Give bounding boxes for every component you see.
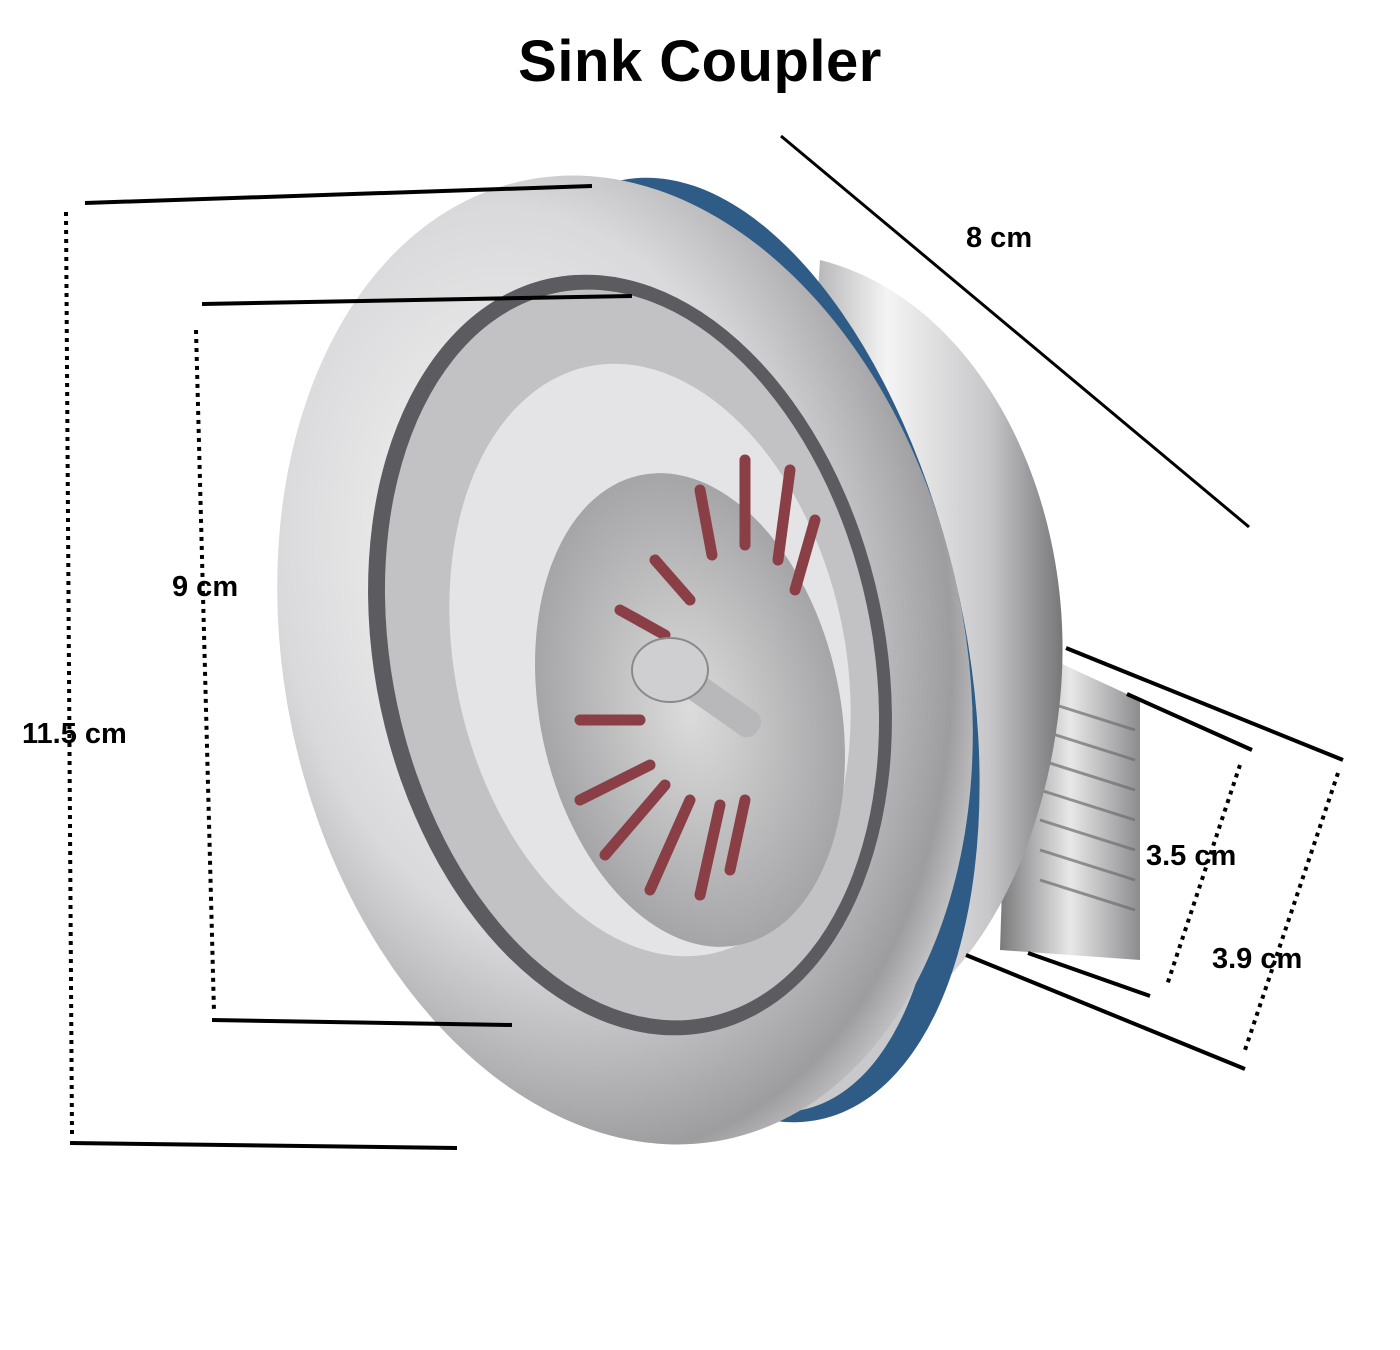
overall-diameter-label: 11.5 cm bbox=[22, 718, 127, 750]
strainer-basket bbox=[535, 454, 845, 947]
outlet-outer-label: 3.9 cm bbox=[1212, 943, 1303, 975]
center-knob bbox=[631, 637, 709, 703]
product-title: Sink Coupler bbox=[518, 29, 882, 94]
inner-diameter-label: 9 cm bbox=[172, 571, 239, 603]
dimension-lines bbox=[64, 134, 1344, 1150]
depth-label: 8 cm bbox=[966, 222, 1033, 254]
outlet-inner-label: 3.5 cm bbox=[1146, 840, 1237, 872]
